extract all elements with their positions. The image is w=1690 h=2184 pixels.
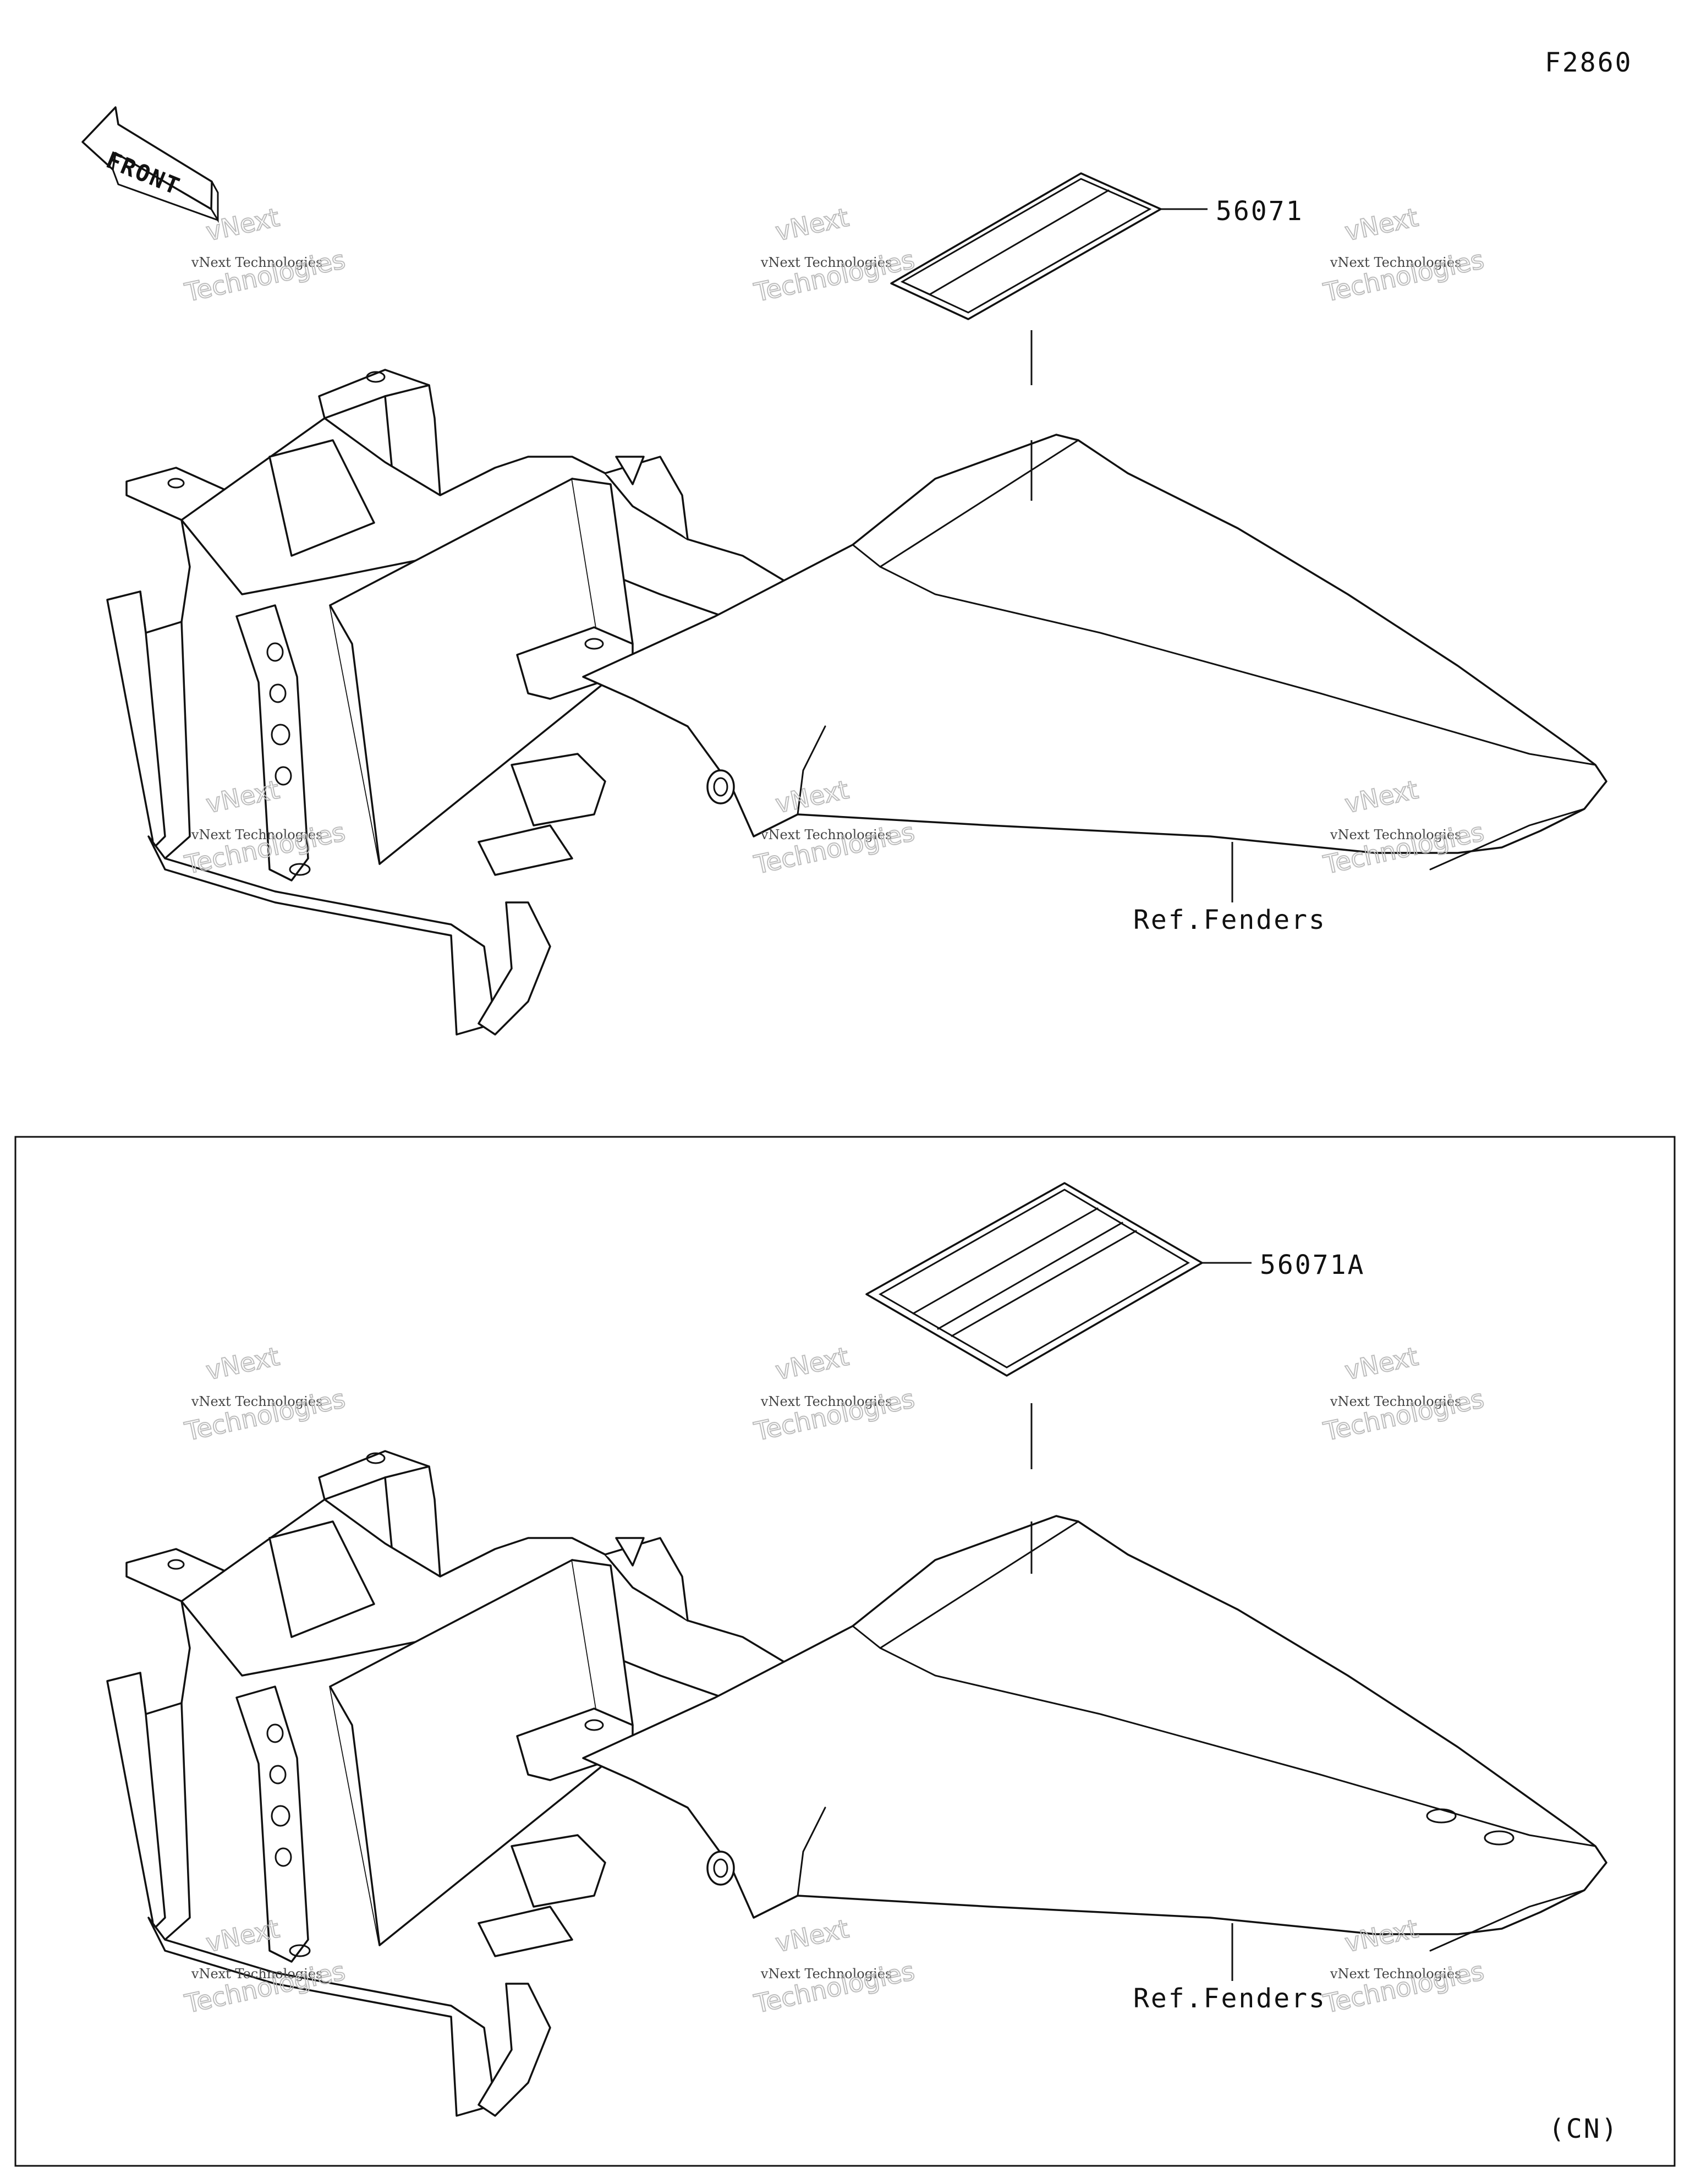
svg-text:Technologies: Technologies [1321,244,1486,307]
svg-text:Technologies: Technologies [751,1383,917,1446]
svg-text:Technologies: Technologies [751,817,917,879]
fender-hole-1 [1426,1808,1457,1824]
rear-fender-assembly-bottom [106,1450,1607,2117]
callout-56071A: 56071A [1260,1250,1365,1280]
panel-bottom-frame [14,1136,1676,2167]
panel-bottom: 56071A Ref.Fenders (CN) [106,1182,1619,2144]
callout-ref-fenders-bottom: Ref.Fenders [1133,1983,1326,2014]
region-tag: (CN) [1549,2114,1619,2144]
svg-text:vNext: vNext [773,1342,852,1386]
svg-text:vNext Technologies: vNext Technologies [760,1394,892,1409]
watermark: vNext vNext Technologies Technologies [182,1341,348,1447]
watermark: vNext vNext Technologies Technologies [1320,202,1487,308]
svg-text:Technologies: Technologies [1321,1956,1486,2018]
svg-text:vNext Technologies: vNext Technologies [1330,827,1461,842]
svg-text:vNext: vNext [204,202,282,247]
svg-text:Technologies: Technologies [182,1956,348,2018]
svg-text:Technologies: Technologies [751,1956,917,2018]
svg-text:vNext Technologies: vNext Technologies [191,827,322,842]
svg-text:Technologies: Technologies [182,1383,348,1446]
panel-top: 56071 Ref.Fenders [106,172,1607,1036]
watermark: vNext vNext Technologies Technologies [182,202,348,308]
svg-text:vNext: vNext [773,1914,852,1958]
svg-text:Technologies: Technologies [751,244,917,307]
figure-code: F2860 [1545,47,1633,78]
watermark: vNext vNext Technologies Technologies [751,1341,918,1447]
watermark: vNext vNext Technologies Technologies [1320,1341,1487,1447]
svg-text:Technologies: Technologies [182,244,348,307]
svg-text:vNext Technologies: vNext Technologies [760,1966,892,1982]
fender-hole-2 [1484,1830,1515,1846]
watermark: vNext vNext Technologies Technologies [182,774,348,880]
svg-text:vNext: vNext [204,1342,282,1386]
svg-text:Technologies: Technologies [1321,1383,1486,1446]
svg-text:vNext Technologies: vNext Technologies [191,1966,322,1982]
label-sticker-56071 [890,172,1162,320]
svg-text:vNext Technologies: vNext Technologies [1330,255,1461,270]
label-sticker-56071A [865,1182,1203,1377]
svg-text:vNext: vNext [1342,202,1421,247]
callout-ref-fenders-top: Ref.Fenders [1133,905,1326,935]
svg-text:vNext Technologies: vNext Technologies [1330,1966,1461,1982]
svg-text:vNext Technologies: vNext Technologies [1330,1394,1461,1409]
svg-text:vNext Technologies: vNext Technologies [760,255,892,270]
front-direction-arrow-icon: FRONT [81,106,219,223]
svg-text:Technologies: Technologies [182,817,348,879]
callout-56071: 56071 [1216,196,1304,227]
svg-text:vNext Technologies: vNext Technologies [191,1394,322,1409]
rear-fender-assembly-top [106,369,1607,1036]
watermark: vNext vNext Technologies Technologies [751,1913,918,2019]
watermark: vNext vNext Technologies Technologies [751,202,918,308]
svg-text:vNext Technologies: vNext Technologies [760,827,892,842]
svg-text:vNext: vNext [773,202,852,247]
svg-text:vNext: vNext [1342,1342,1421,1386]
svg-text:vNext Technologies: vNext Technologies [191,255,322,270]
